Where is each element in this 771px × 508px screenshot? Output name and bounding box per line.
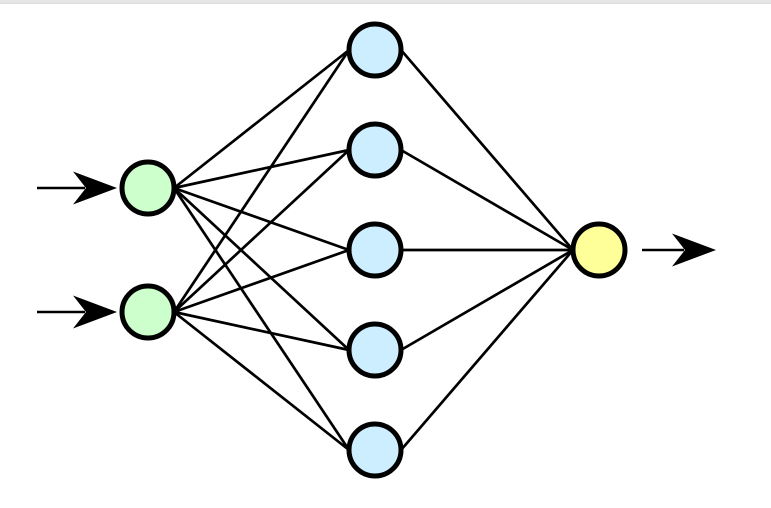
edge-I1-H2 [173, 148, 350, 190]
edge-I2-H1 [172, 49, 351, 313]
input-node-I2 [119, 283, 177, 341]
hidden-node-H5 [346, 421, 404, 479]
hidden-node-H2 [346, 121, 404, 179]
edge-I1-H1 [173, 48, 350, 190]
output-node-O1 [570, 221, 628, 279]
edge-I2-H4 [173, 310, 350, 352]
output-arrow-head [672, 233, 716, 267]
hidden-node-H1 [346, 21, 404, 79]
input-node-I1 [119, 159, 177, 217]
top-border-bar [0, 0, 771, 4]
edge-I2-H5 [173, 310, 350, 452]
edge-I1-H3 [173, 186, 350, 252]
edge-I1-H5 [172, 187, 351, 451]
edge-H1-O1 [399, 49, 575, 251]
input-arrow-2-head [73, 295, 117, 329]
input-arrow-1-head [73, 171, 117, 205]
edge-I2-H3 [173, 248, 350, 314]
edge-H5-O1 [399, 249, 575, 451]
edge-H2-O1 [400, 148, 574, 252]
edge-I1-H4 [173, 187, 350, 351]
edge-I2-H2 [173, 149, 350, 313]
hidden-node-H4 [346, 321, 404, 379]
hidden-node-H3 [346, 221, 404, 279]
edge-H4-O1 [400, 248, 574, 352]
